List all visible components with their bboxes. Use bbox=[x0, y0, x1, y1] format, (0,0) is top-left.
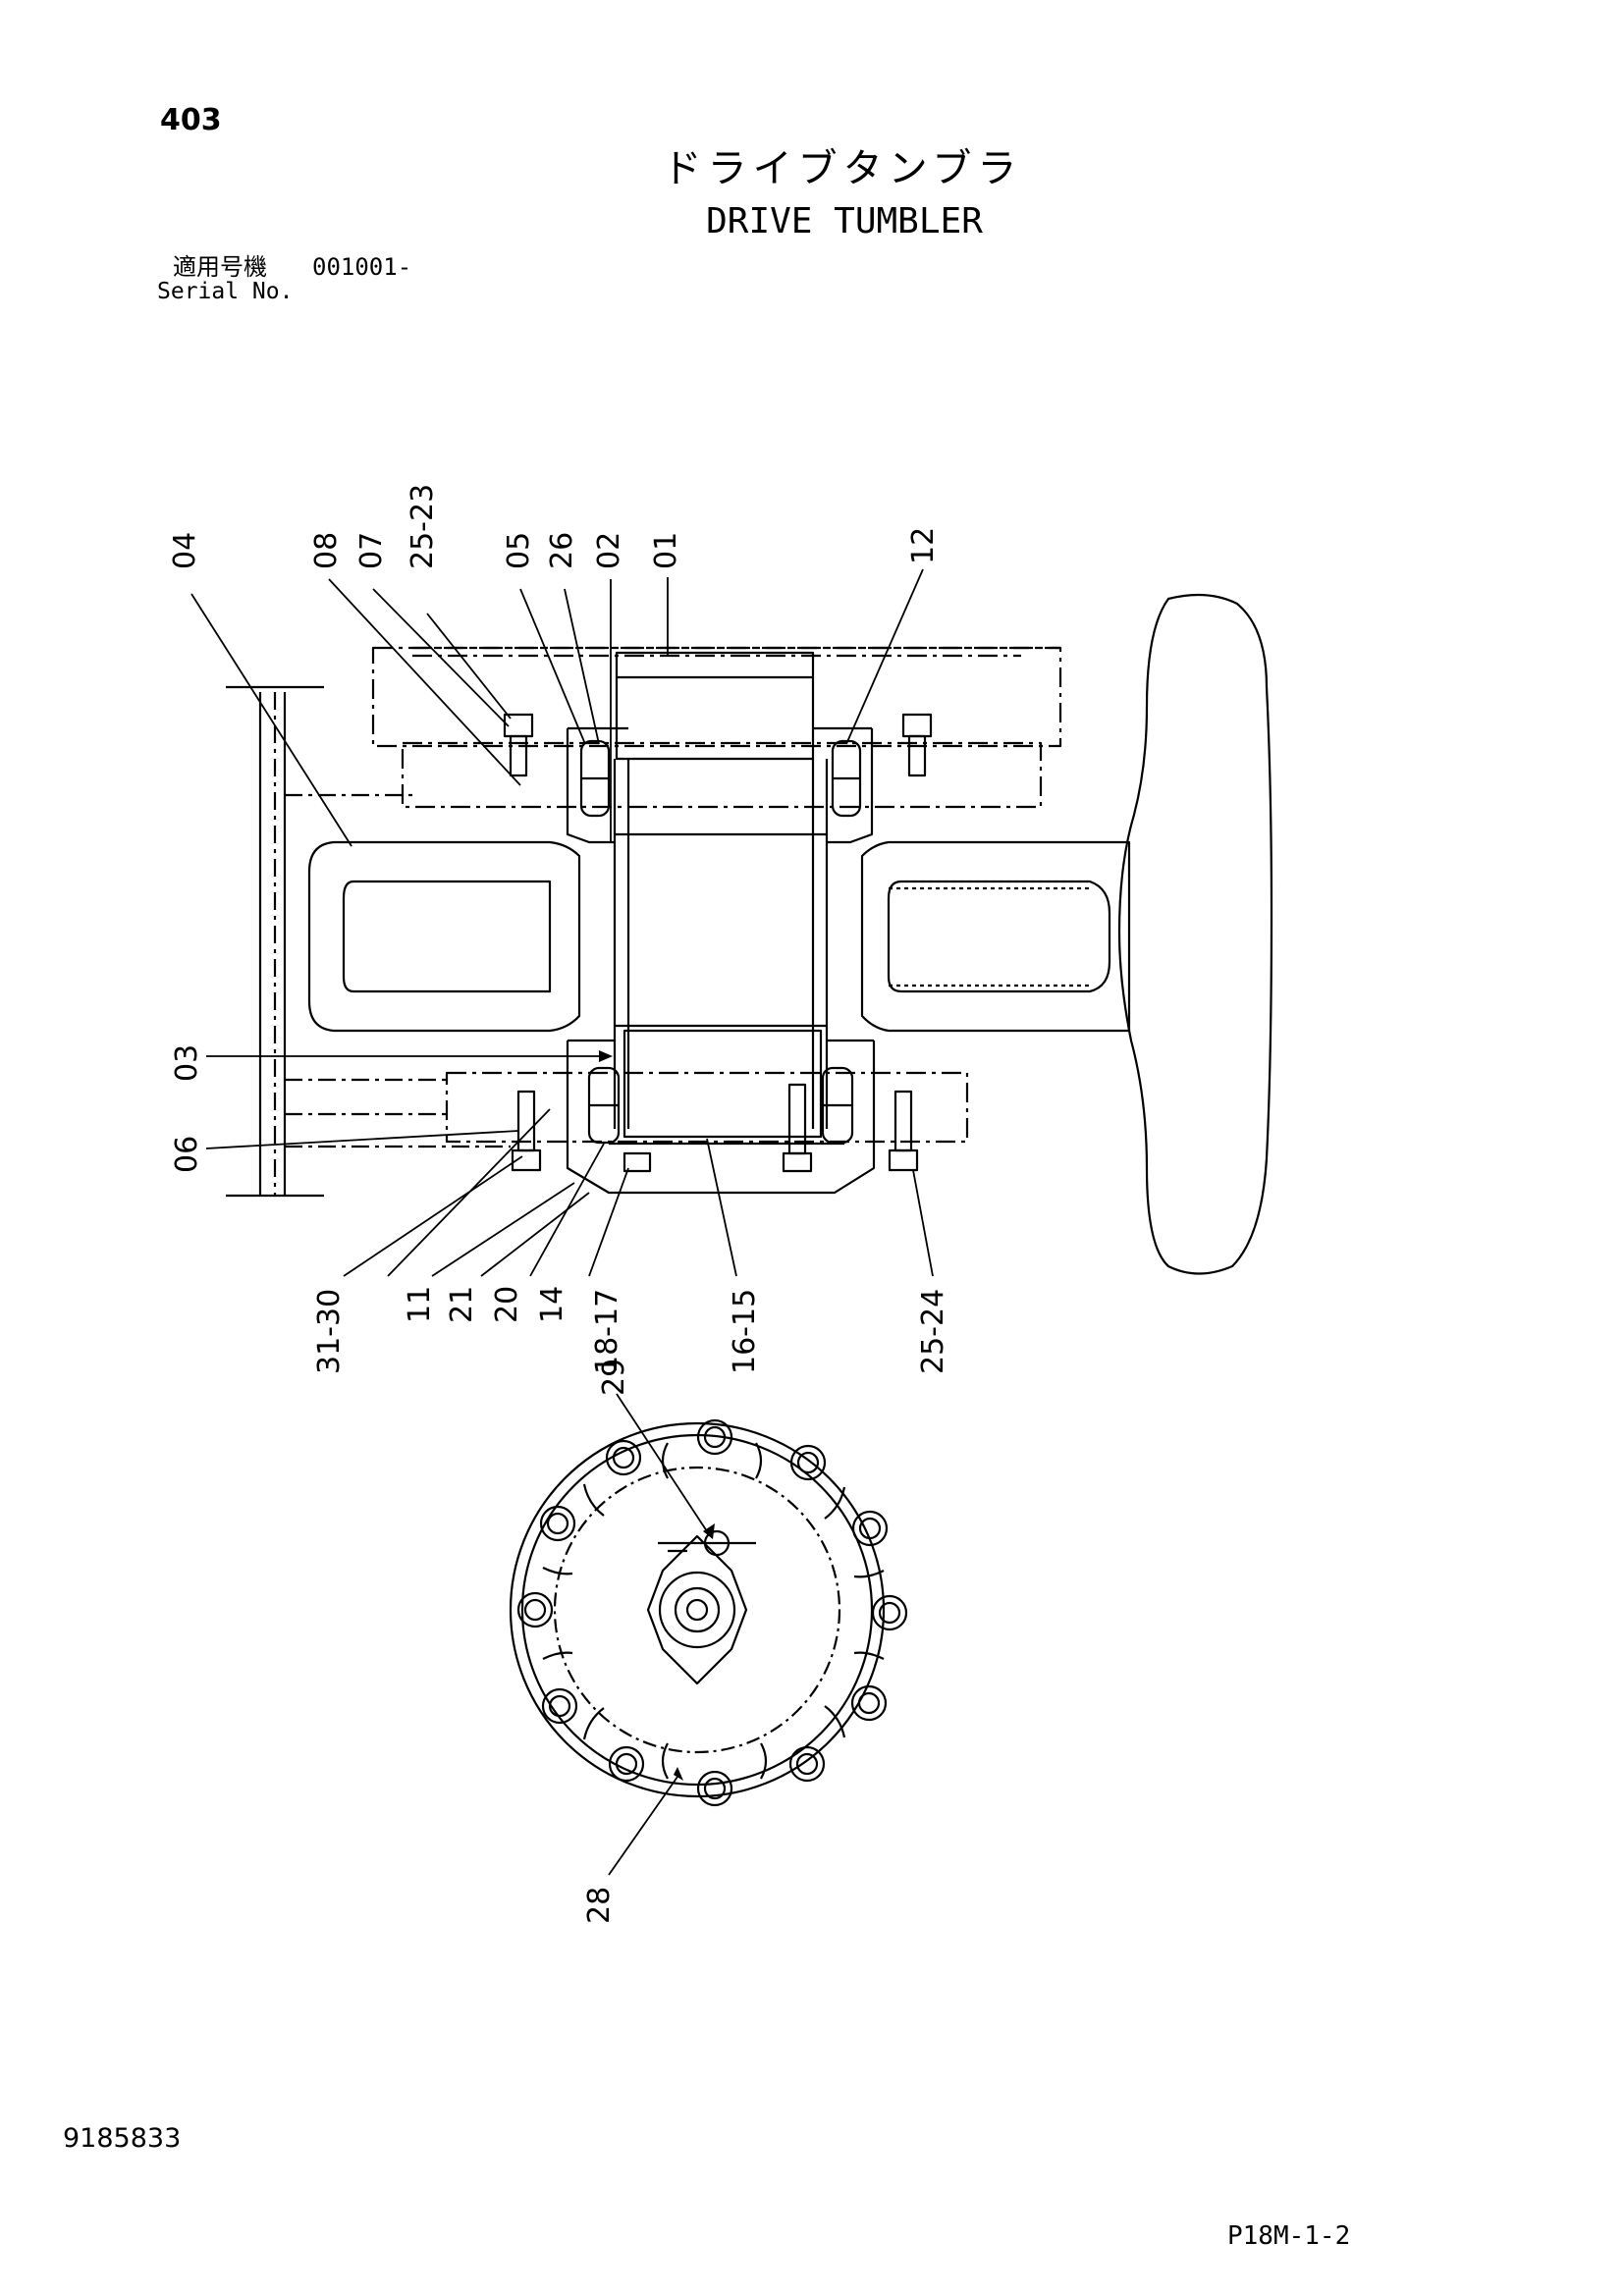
end-view-flange bbox=[509, 1421, 886, 1798]
callout-16-15: 16-15 bbox=[728, 1289, 762, 1374]
sprocket-right bbox=[860, 840, 1131, 1033]
serial-label-japanese: 適用号機 bbox=[173, 253, 267, 281]
callout-12: 12 bbox=[906, 527, 941, 564]
title-japanese: ドライブタンブラ bbox=[662, 146, 1023, 191]
bearings bbox=[579, 739, 862, 1145]
left-frame-lines bbox=[226, 685, 511, 1198]
callout-21: 21 bbox=[445, 1286, 479, 1323]
sheet-reference: P18M-1-2 bbox=[1227, 2221, 1351, 2251]
title-english: DRIVE TUMBLER bbox=[706, 201, 983, 241]
callout-18-17: 18-17 bbox=[590, 1289, 624, 1374]
bolts bbox=[503, 713, 933, 1173]
callout-02: 02 bbox=[592, 532, 626, 569]
callout-26: 26 bbox=[545, 532, 579, 569]
callout-25-24: 25-24 bbox=[916, 1289, 950, 1374]
callout-06: 06 bbox=[170, 1136, 204, 1173]
callout-01: 01 bbox=[649, 532, 683, 569]
callout-29: 29 bbox=[597, 1359, 631, 1396]
callout-labels: 04 08 07 25-23 05 26 02 01 12 03 06 31-3… bbox=[168, 484, 950, 1924]
serial-label-english: Serial No. bbox=[157, 279, 294, 304]
callout-11: 11 bbox=[403, 1286, 437, 1323]
callout-14: 14 bbox=[535, 1286, 569, 1323]
end-view-bolt-circle bbox=[516, 1418, 908, 1807]
housing bbox=[566, 726, 876, 1195]
callout-25-23: 25-23 bbox=[406, 484, 440, 569]
phantom-outlines bbox=[371, 646, 1062, 1144]
callout-05: 05 bbox=[502, 532, 536, 569]
callout-28: 28 bbox=[582, 1887, 617, 1924]
serial-number-value: 001001- bbox=[312, 253, 412, 281]
callout-20: 20 bbox=[490, 1286, 524, 1323]
leader-arrows bbox=[599, 1050, 715, 1781]
leader-lines bbox=[190, 568, 934, 1876]
callout-03: 03 bbox=[170, 1044, 204, 1082]
callout-31-30: 31-30 bbox=[312, 1289, 347, 1374]
shaft bbox=[613, 651, 829, 1139]
callout-07: 07 bbox=[354, 532, 389, 569]
track-shoe-outline bbox=[1117, 593, 1273, 1275]
sprocket-left bbox=[307, 840, 581, 1033]
end-view-pockets bbox=[542, 1442, 885, 1780]
callout-08: 08 bbox=[309, 532, 344, 569]
page-number: 403 bbox=[160, 103, 222, 137]
callout-04: 04 bbox=[168, 532, 202, 569]
document-number: 9185833 bbox=[63, 2123, 182, 2154]
